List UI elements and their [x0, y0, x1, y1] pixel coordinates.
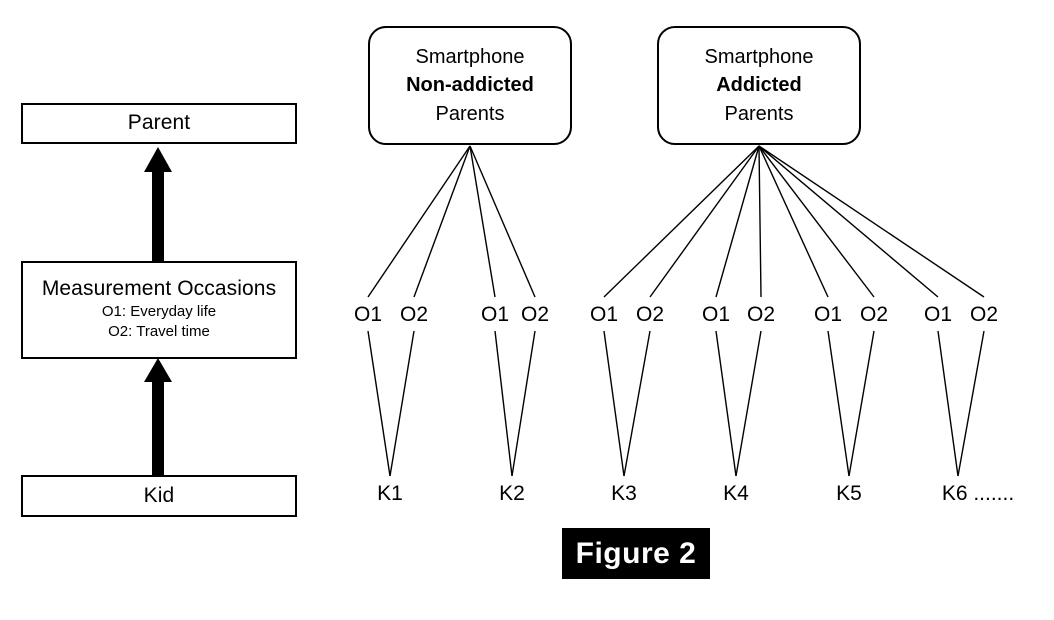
legend-measurement-o1: O1: Everyday life — [101, 303, 217, 321]
occasion-label-o1-k6: O1 — [923, 303, 953, 326]
legend-measurement-title: Measurement Occasions — [41, 277, 277, 301]
group-box-addicted-parents: Smartphone Addicted Parents — [657, 26, 861, 145]
kid-label-k4: K4 — [723, 482, 749, 505]
group-addicted-line3: Parents — [724, 102, 794, 125]
kid-label-k3: K3 — [611, 482, 637, 505]
arrow-kid-to-measurement — [144, 358, 172, 476]
group-nonaddicted-line3: Parents — [435, 102, 505, 125]
group-nonaddicted-line2: Non-addicted — [406, 74, 534, 97]
group-nonaddicted-line1: Smartphone — [415, 45, 525, 68]
occasion-label-o1-k3: O1 — [589, 303, 619, 326]
occasion-label-o2-k3: O2 — [635, 303, 665, 326]
legend-parent-title: Parent — [127, 111, 191, 135]
figure-caption: Figure 2 — [562, 528, 710, 579]
arrow-measurement-to-parent — [144, 147, 172, 263]
occasion-label-o1-k2: O1 — [480, 303, 510, 326]
legend-measurement-o2: O2: Travel time — [108, 323, 210, 341]
legend-box-parent: Parent — [21, 103, 297, 144]
occasion-label-o1-k4: O1 — [701, 303, 731, 326]
edges-nonaddicted-to-occasions — [367, 145, 536, 298]
occasion-label-o2-k5: O2 — [859, 303, 889, 326]
kid-label-k1: K1 — [377, 482, 403, 505]
occasion-label-o2-k4: O2 — [746, 303, 776, 326]
occasion-label-o2-k1: O2 — [399, 303, 429, 326]
occasion-label-o1-k1: O1 — [353, 303, 383, 326]
occasion-label-o2-k2: O2 — [520, 303, 550, 326]
kid-label-k5: K5 — [836, 482, 862, 505]
occasion-label-o1-k5: O1 — [813, 303, 843, 326]
occasion-label-o2-k6: O2 — [969, 303, 999, 326]
legend-kid-title: Kid — [143, 483, 175, 507]
legend-box-measurement-occasions: Measurement Occasions O1: Everyday life … — [21, 261, 297, 359]
kid-label-k6: K6 ....... — [941, 482, 1015, 505]
group-addicted-line2: Addicted — [716, 74, 802, 97]
group-addicted-line1: Smartphone — [704, 45, 814, 68]
group-box-nonaddicted-parents: Smartphone Non-addicted Parents — [368, 26, 572, 145]
legend-box-kid: Kid — [21, 475, 297, 517]
edges-occasions-to-kids — [367, 330, 985, 477]
kid-label-k2: K2 — [499, 482, 525, 505]
edges-addicted-to-occasions — [603, 145, 985, 298]
